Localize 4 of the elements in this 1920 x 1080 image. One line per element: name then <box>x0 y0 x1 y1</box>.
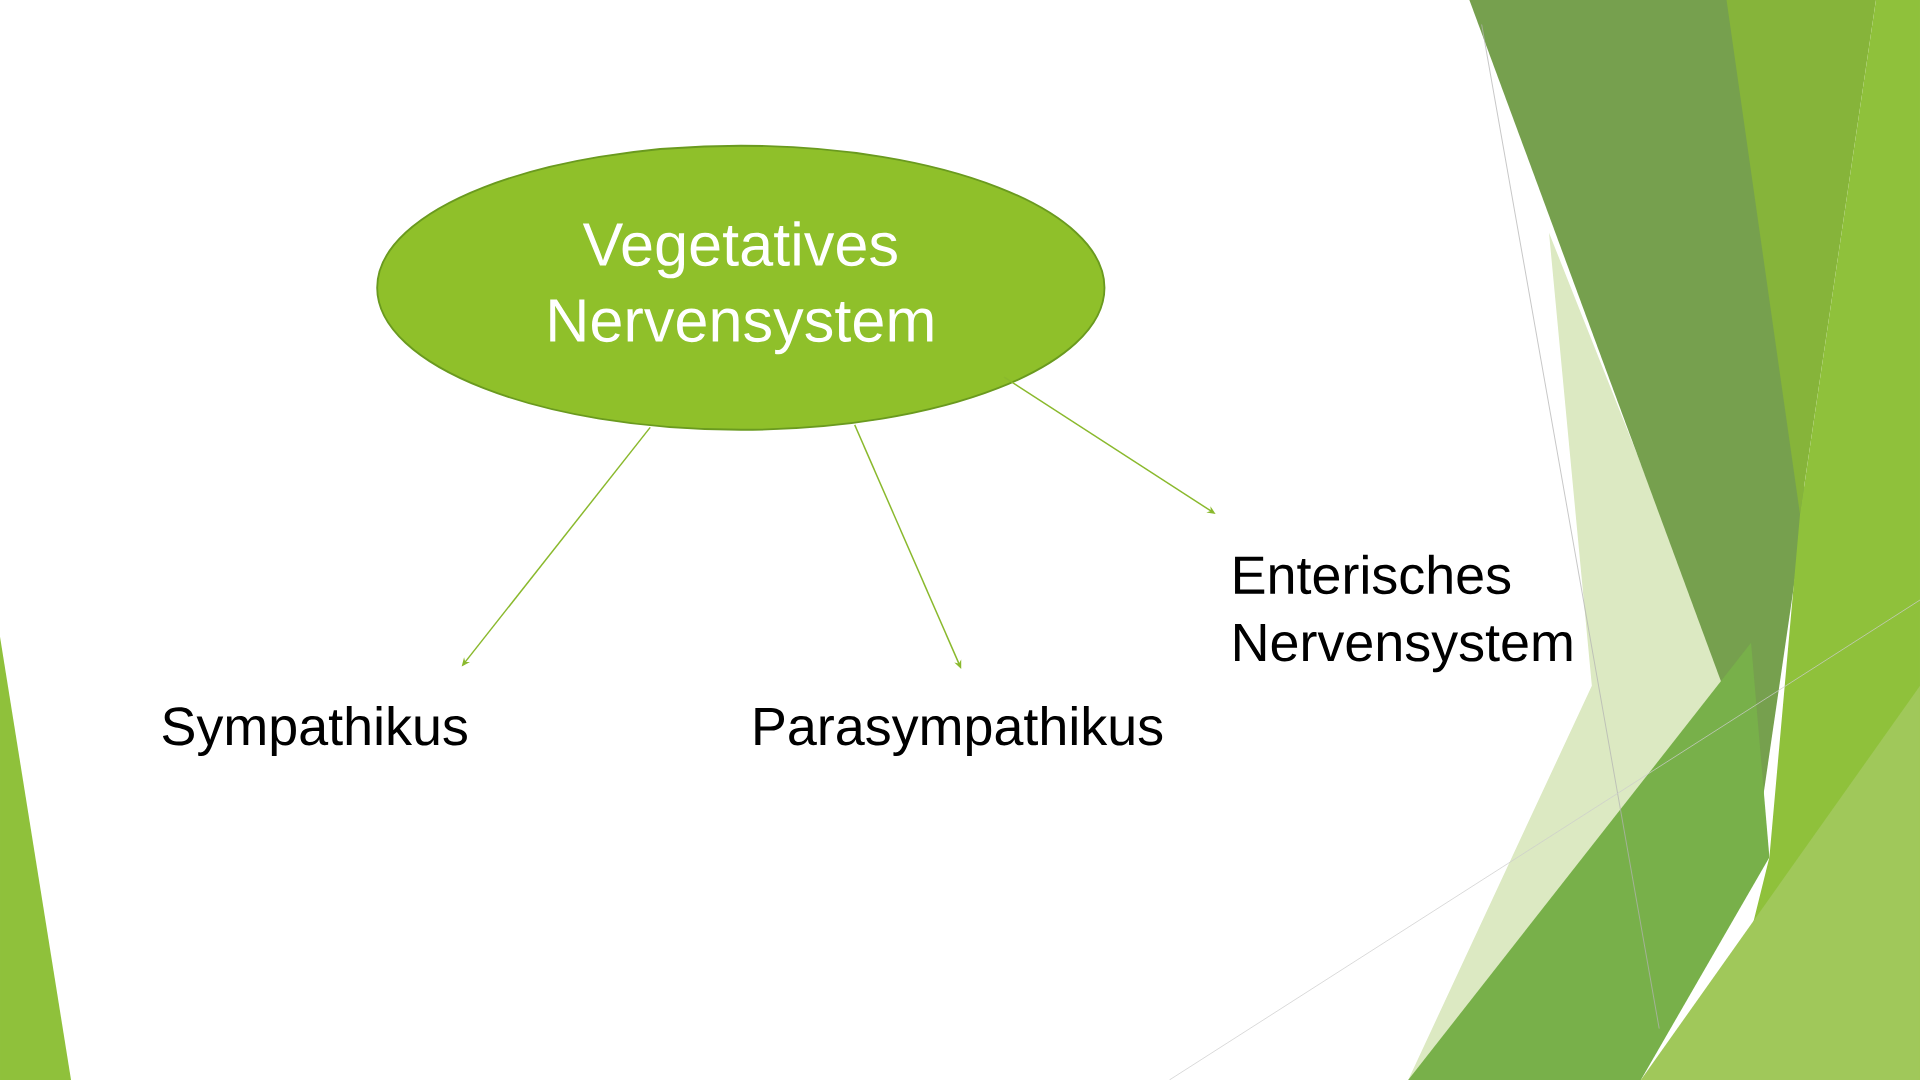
node-label: Parasympathikus <box>755 705 1163 757</box>
node-label: Enterisches Nervensystem <box>1235 554 1572 673</box>
node-label: Sympathikus <box>162 705 467 757</box>
ellipse-node: Vegetatives Nervensystem <box>376 144 1106 431</box>
